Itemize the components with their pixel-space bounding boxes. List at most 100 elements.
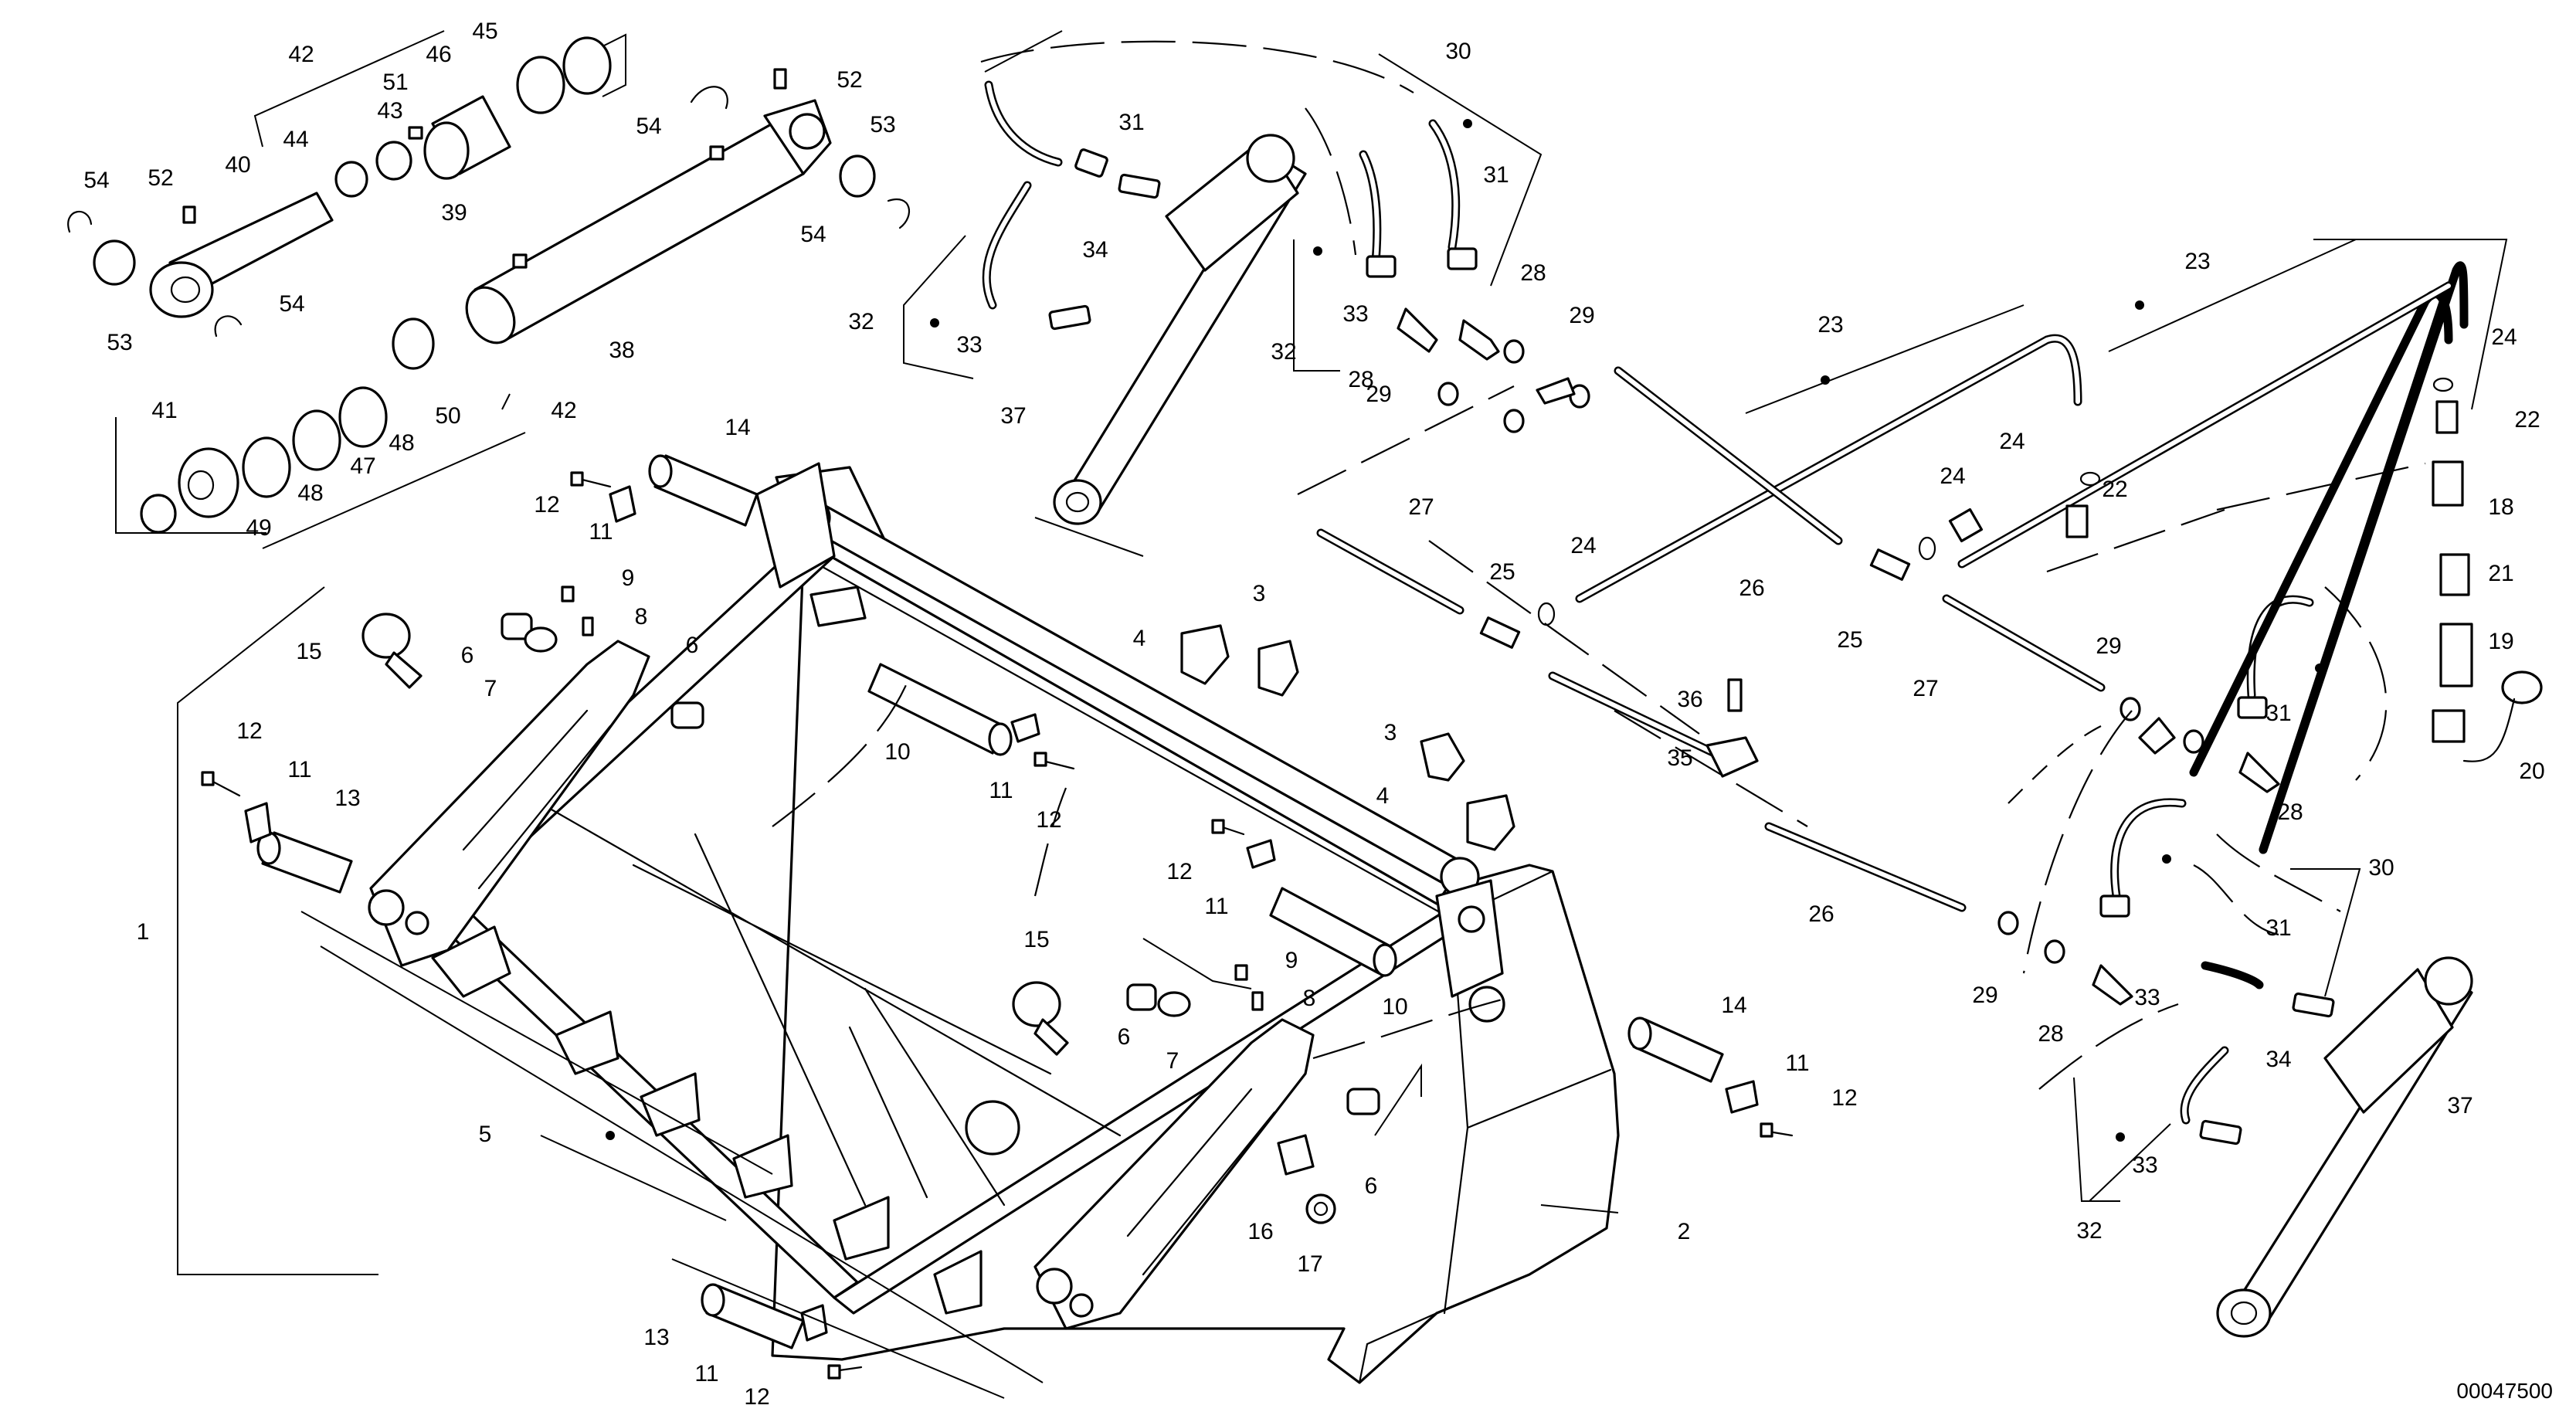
callout-12: 12 (1166, 859, 1192, 884)
callout-2: 2 (1678, 1219, 1691, 1244)
callout-32: 32 (848, 309, 874, 334)
callout-29: 29 (1569, 303, 1594, 328)
callout-22: 22 (2102, 477, 2127, 502)
callout-13: 13 (643, 1325, 669, 1350)
locking-bolt (361, 613, 423, 689)
callout-11: 11 (1204, 894, 1228, 919)
pivot-pin (256, 831, 353, 894)
callout-8: 8 (1303, 986, 1316, 1011)
callout-51: 51 (382, 70, 408, 95)
callout-42: 42 (288, 42, 314, 67)
locking-bolt (1012, 981, 1069, 1056)
hydraulic-lines (982, 80, 2543, 1146)
callout-45: 45 (472, 19, 497, 44)
bushing (501, 613, 558, 653)
hydraulic-cylinder-exploded (67, 30, 911, 549)
pivot-pin (648, 454, 759, 527)
center-lock-pin (965, 1100, 1020, 1156)
callout-33: 33 (2132, 1152, 2157, 1178)
callout-18: 18 (2488, 494, 2513, 520)
tilt-cylinder-left (1053, 134, 1307, 525)
callout-43: 43 (377, 98, 402, 124)
callout-54: 54 (636, 114, 661, 139)
callout-12: 12 (1036, 807, 1061, 833)
callout-24: 24 (1940, 463, 1965, 489)
callout-29: 29 (1972, 983, 1997, 1008)
callout-13: 13 (334, 786, 360, 811)
callout-11: 11 (1785, 1051, 1809, 1076)
callout-24: 24 (1570, 533, 1596, 558)
callout-11: 11 (989, 778, 1013, 803)
callout-24: 24 (1999, 429, 2024, 454)
callout-15: 15 (296, 639, 321, 664)
callout-41: 41 (151, 398, 177, 423)
callout-7: 7 (484, 676, 497, 701)
callout-6: 6 (1365, 1173, 1378, 1199)
callout-11: 11 (589, 519, 613, 545)
lock-plate (1277, 1134, 1315, 1176)
callout-1: 1 (137, 919, 150, 945)
pivot-pin (1627, 1017, 1724, 1083)
callout-12: 12 (744, 1384, 769, 1410)
retaining-plate (244, 485, 1759, 1342)
grease-nipple (561, 586, 594, 636)
bushing (1126, 983, 1191, 1017)
callout-31: 31 (1483, 162, 1509, 188)
callout-26: 26 (1739, 575, 1764, 601)
callout-21: 21 (2488, 561, 2513, 586)
callout-17: 17 (1297, 1251, 1322, 1277)
callout-42: 42 (551, 398, 576, 423)
callout-53: 53 (107, 330, 132, 355)
callout-10: 10 (884, 739, 910, 765)
callout-8: 8 (635, 604, 648, 630)
callout-19: 19 (2488, 629, 2513, 654)
callout-28: 28 (2277, 799, 2303, 825)
callout-52: 52 (148, 165, 173, 191)
pipe-clamp (1705, 678, 1759, 778)
cylinder-barrel (473, 122, 805, 341)
callout-6: 6 (686, 633, 699, 658)
wear-block (1180, 624, 1515, 851)
callout-52: 52 (837, 67, 862, 93)
callout-36: 36 (1677, 687, 1702, 712)
callout-53: 53 (870, 112, 895, 137)
callout-35: 35 (1667, 745, 1692, 771)
bushing (670, 701, 704, 729)
callout-4: 4 (1133, 626, 1146, 651)
callout-20: 20 (2519, 759, 2544, 784)
callout-15: 15 (1023, 927, 1049, 952)
callout-28: 28 (1520, 260, 1546, 286)
adapter-fittings (1048, 148, 2335, 1146)
left-side-arm (369, 640, 650, 967)
callout-11: 11 (287, 757, 311, 782)
callout-23: 23 (2184, 249, 2210, 274)
callout-34: 34 (1082, 237, 1108, 263)
callout-31: 31 (2265, 915, 2291, 941)
callout-33: 33 (956, 332, 982, 358)
callout-5: 5 (479, 1122, 492, 1147)
callout-38: 38 (609, 338, 634, 363)
callout-29: 29 (1366, 382, 1391, 407)
callout-26: 26 (1808, 901, 1834, 927)
tilt-cylinder-right (2216, 956, 2473, 1338)
callout-54: 54 (83, 168, 109, 193)
callout-4: 4 (1376, 783, 1390, 809)
callout-31: 31 (2265, 701, 2291, 726)
bucket-pin (1269, 887, 1397, 977)
callout-50: 50 (435, 403, 460, 429)
bucket-assembly (368, 462, 1620, 1384)
bucket-pin (867, 663, 1013, 756)
callout-9: 9 (622, 565, 635, 591)
callout-32: 32 (2076, 1218, 2102, 1244)
callout-49: 49 (246, 515, 271, 541)
callout-12: 12 (1831, 1085, 1857, 1111)
callout-33: 33 (1342, 301, 1368, 327)
lock-nut (1305, 1193, 1336, 1224)
callout-3: 3 (1384, 720, 1397, 745)
callout-12: 12 (534, 492, 559, 518)
callout-23: 23 (1817, 312, 1843, 338)
callout-48: 48 (389, 430, 414, 456)
callout-25: 25 (1489, 559, 1515, 585)
callout-25: 25 (1837, 627, 1862, 653)
